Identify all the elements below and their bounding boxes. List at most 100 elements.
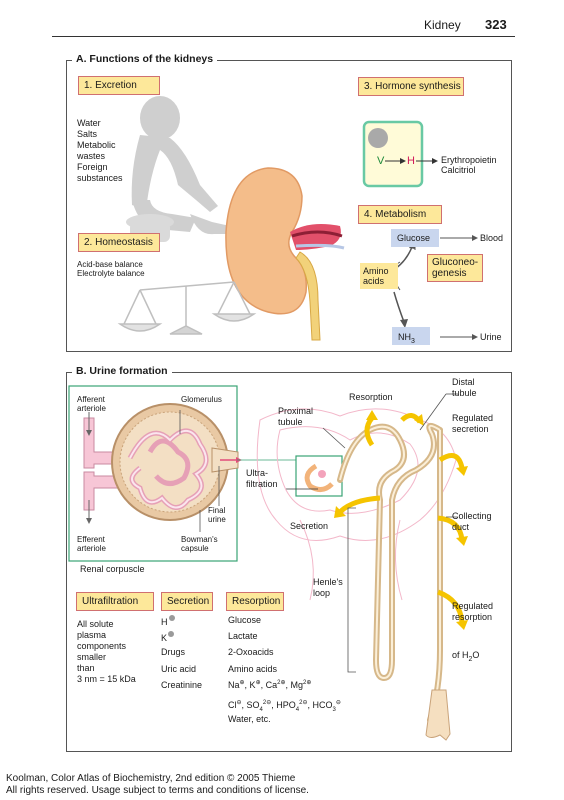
balance-scale-illustration [117,281,257,335]
metabolism-arrows [389,235,478,340]
afferent-label-line: Afferent [77,395,105,404]
nh3-text: NH [398,332,411,342]
efferent-label-line: Efferent [77,535,105,544]
anions-formula: Cl⊖, SO42⊖, HPO42⊖, HCO3⊖ [228,700,341,713]
footer-line: Koolman, Color Atlas of Biochemistry, 2n… [6,773,296,784]
hormone-product: Calcitriol [441,165,476,175]
urine-formation-illustration [68,385,468,741]
gluconeo-line: Gluconeo- [432,257,479,268]
excretion-item: Metabolic [77,140,116,150]
ultrafiltration-item: plasma [77,630,107,640]
amino-line: Amino [363,266,389,276]
distal-label-line: tubule [452,388,477,398]
regulated-secretion-label-line: secretion [452,424,489,434]
regulated-resorption-label-line: resorption [452,612,493,622]
yellow-arrowheads [334,410,468,630]
efferent-label-line: arteriole [77,544,106,553]
regulated-resorption-label-line: Regulated [452,601,494,611]
distal-label-line: Distal [452,377,475,387]
secretion-item-h: H [161,615,175,628]
panel-functions-illustration [117,96,478,341]
ultrafiltration-label-line: Ultra- [246,468,268,478]
hormone-v-label: V [377,155,385,167]
ultrafiltration-item: components [77,641,127,651]
footer-line: All rights reserved. Usage subject to te… [6,785,309,796]
nh3-label: NH3 [398,332,415,347]
resorption-item: Glucose [228,615,262,625]
excretion-item: Water [77,118,101,128]
urine-label: Urine [480,332,502,342]
tag-ultrafiltration: Ultrafiltration [76,592,154,611]
header-title: Kidney [424,18,461,32]
yellow-arrows [338,413,465,623]
ultrafiltration-item: 3 nm = 15 kDa [77,674,136,684]
blood-label: Blood [480,233,504,243]
homeostasis-item: Acid-base balance [77,260,143,269]
nh3-subscript: 3 [411,337,415,345]
regulated-secretion-label-line: Regulated [452,413,494,423]
header-rule [52,36,515,37]
panel-urine-formation-title: B. Urine formation [72,365,172,377]
homeostasis-item: Electrolyte balance [77,269,145,278]
tag-metabolism: 4. Metabolism [358,205,442,224]
of-h2o-text: of H [452,650,469,660]
tag-resorption: Resorption [226,592,284,611]
excretion-list: Water Salts Metabolic wastes Foreign sub… [77,118,123,184]
child-illustration [126,96,230,242]
excretion-item: Foreign [77,162,108,172]
secretion-item-k: K [161,631,175,644]
resorption-item: Amino acids [228,664,278,674]
glucose-label: Glucose [397,233,431,243]
tag-gluconeogenesis: Gluconeo- genesis [427,254,483,282]
tag-excretion: 1. Excretion [78,76,160,95]
ultrafiltration-item: All solute [77,619,114,629]
bowman-label-line: Bowman's [181,535,218,544]
panel-functions [66,60,512,352]
tag-secretion: Secretion [161,592,213,611]
hormone-h-label: H [407,155,415,167]
nh3-box [392,327,430,345]
tag-homeostasis: 2. Homeostasis [78,233,160,252]
hormone-product: Erythropoietin [441,155,497,165]
secretion-item: Drugs [161,647,186,657]
collecting-duct-label-line: duct [452,522,470,532]
of-h2o-label: of H2O [452,650,479,665]
secretion-h-text: H [161,617,168,627]
ultrafiltration-label-line: filtration [246,479,278,489]
final-urine-label-line: urine [208,515,226,524]
corpuscle-frame [68,385,238,562]
excretion-item: wastes [77,151,106,161]
gluconeo-line: genesis [432,268,467,279]
amino-line: acids [363,276,385,286]
resorption-item: Water, etc. [228,714,271,724]
henle-label-line: Henle's [313,577,343,587]
bowman-label-line: capsule [181,544,209,553]
panel-functions-title: A. Functions of the kidneys [72,53,218,65]
h2o-tail: O [472,650,480,660]
panel-urine-formation [66,372,512,752]
glucose-box [391,229,439,247]
ultrafiltration-item: smaller [77,652,107,662]
h2o-subscript: 2 [468,655,473,663]
collecting-duct-label-line: Collecting [452,511,492,521]
nephron-tubule [337,422,443,723]
ultrafiltration-item: than [77,663,95,673]
glomerulus-loops-inner [129,430,207,509]
secretion-k-text: K [161,633,168,643]
henle-label-line: loop [313,588,331,598]
secretion-item: Creatinine [161,680,203,690]
proximal-label-line: Proximal [278,406,314,416]
glomerulus-label: Glomerulus [181,395,222,404]
renal-corpuscle-caption: Renal corpuscle [80,564,145,574]
final-urine-label-line: Final [208,506,226,515]
charge-circle [168,631,175,637]
resorption-label: Resorption [349,392,393,402]
secretion-label: Secretion [290,521,329,531]
ultrafiltration-list: All solute plasma components smaller tha… [77,619,136,685]
charge-circle [168,615,175,621]
hormone-cell [362,120,438,188]
secretion-item: Uric acid [161,664,197,674]
excretion-item: substances [77,173,123,183]
resorption-item: 2-Oxoacids [228,647,274,657]
tag-hormone-synthesis: 3. Hormone synthesis [358,77,464,96]
